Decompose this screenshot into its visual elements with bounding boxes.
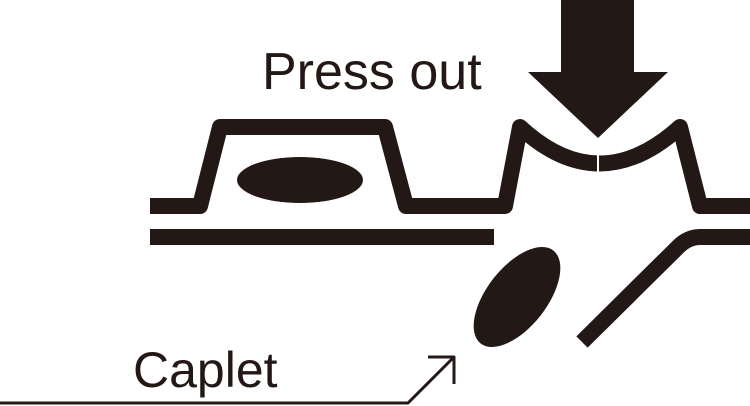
caplet-label: Caplet: [133, 342, 278, 398]
blister-base-film-torn: [576, 229, 750, 348]
released-caplet: [473, 246, 561, 348]
press-arrow-icon: [528, 0, 668, 138]
caplet-leader-line: [0, 355, 456, 405]
pill-in-cavity: [237, 157, 363, 203]
press-out-label: Press out: [262, 43, 482, 101]
blister-top-layer: [150, 119, 750, 214]
